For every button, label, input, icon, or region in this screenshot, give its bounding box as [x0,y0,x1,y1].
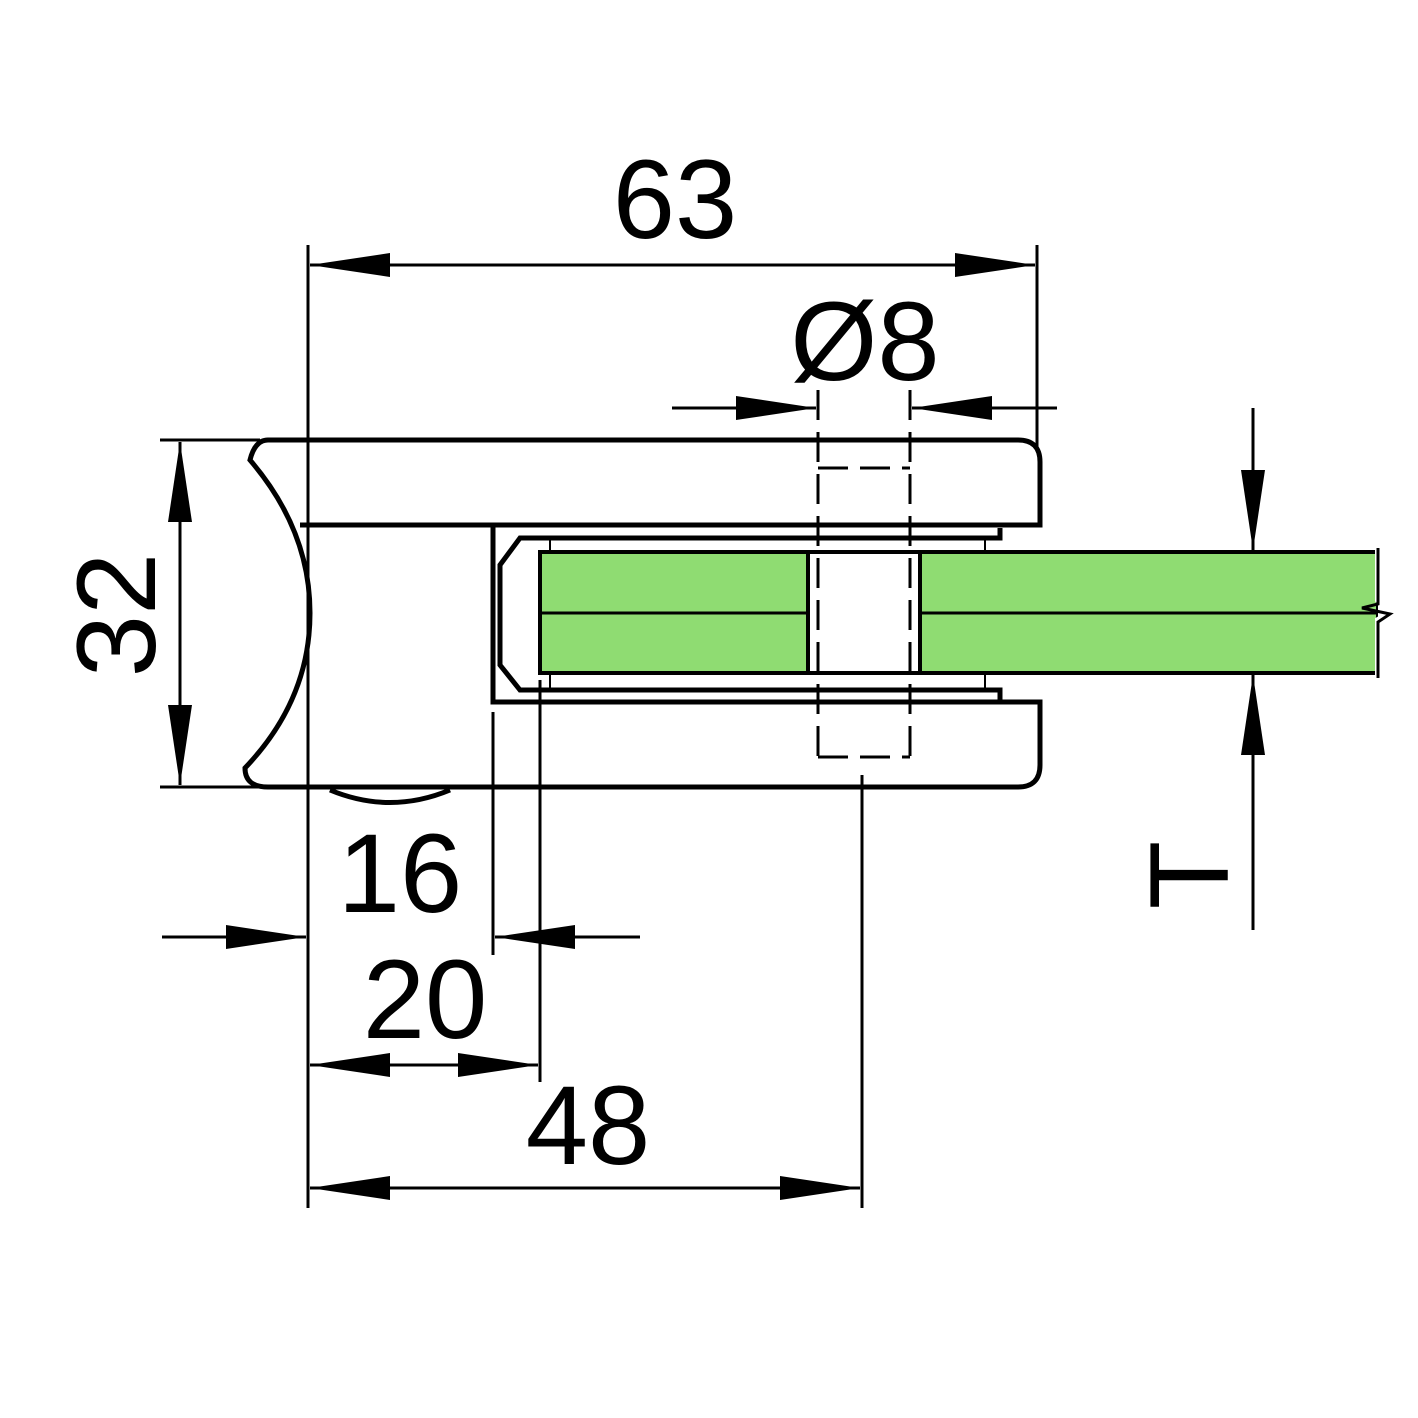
dim-20-label: 20 [363,937,488,1062]
hole-hidden-lines [816,390,912,760]
dim-63-label: 63 [613,137,738,262]
glass-panel [538,548,1398,678]
clamp-body [242,437,1043,790]
dim-32-label: 32 [54,553,179,678]
dim-16-label: 16 [338,811,463,936]
gasket [497,528,1003,700]
extension-lines [160,245,1039,1208]
dim-hole-label: Ø8 [790,279,939,404]
dim-t-label: T [1127,841,1252,909]
dimension-lines [162,253,1265,1200]
dim-48-label: 48 [526,1063,651,1188]
